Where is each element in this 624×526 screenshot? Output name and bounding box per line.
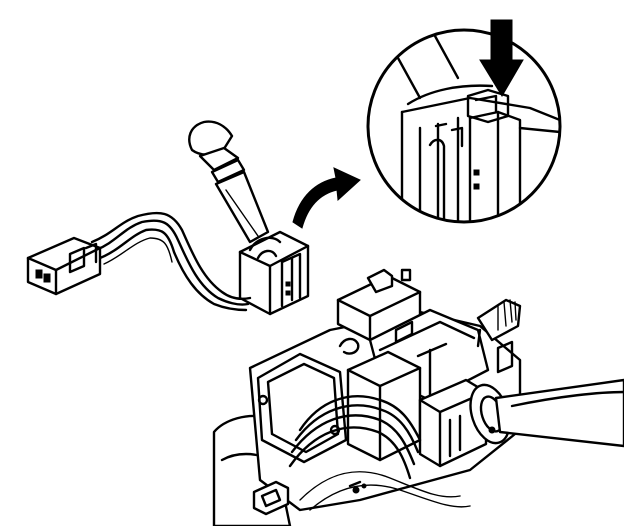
wire-harness [90,211,252,312]
detail-magnifier-circle [366,28,562,224]
multifunction-switch-lever [188,120,270,244]
press-arrow [479,19,524,97]
harness-plug-connector [26,236,102,296]
removal-arrow [292,167,361,229]
switch-connector-housing [238,230,310,316]
steering-column-assembly [212,268,624,526]
